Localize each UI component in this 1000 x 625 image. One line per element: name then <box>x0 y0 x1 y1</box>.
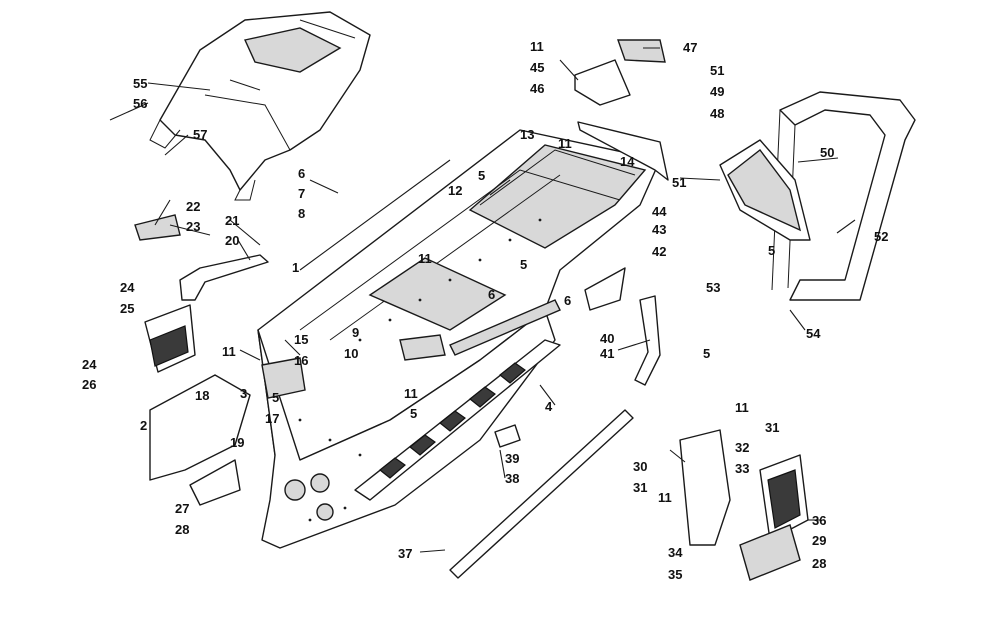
callout-23: 23 <box>186 219 200 234</box>
callout-8: 8 <box>298 206 305 221</box>
callout-27: 27 <box>175 501 189 516</box>
side-panel-part <box>149 374 251 506</box>
callout-33: 33 <box>735 461 749 476</box>
callout-20: 20 <box>225 233 239 248</box>
tunnel-part <box>257 129 661 549</box>
callout-25: 25 <box>120 301 134 316</box>
callout-21: 21 <box>225 213 239 228</box>
callout-28: 28 <box>175 522 189 537</box>
callout-15: 15 <box>294 332 308 347</box>
callout-2: 2 <box>140 418 147 433</box>
callout-11-e: 11 <box>404 386 418 401</box>
callout-11-d: 11 <box>530 39 544 54</box>
module-part <box>261 357 306 399</box>
callout-labels: 55 56 57 22 23 21 20 24 25 24 26 2 18 3 … <box>82 39 888 582</box>
running-board-part <box>354 299 561 501</box>
callout-53: 53 <box>706 280 720 295</box>
callout-19: 19 <box>230 435 244 450</box>
callout-11-a: 11 <box>222 344 236 359</box>
callout-12: 12 <box>448 183 462 198</box>
callout-11-f: 11 <box>735 400 749 415</box>
callout-5-e: 5 <box>768 243 775 258</box>
callout-9: 9 <box>352 325 359 340</box>
callout-51: 51 <box>710 63 724 78</box>
callout-5-a: 5 <box>272 390 279 405</box>
callout-16: 16 <box>294 353 308 368</box>
callout-35: 35 <box>668 567 682 582</box>
callout-13: 13 <box>520 127 534 142</box>
callout-5-c: 5 <box>520 257 527 272</box>
callout-47: 47 <box>683 40 697 55</box>
callout-46: 46 <box>530 81 544 96</box>
callout-45: 45 <box>530 60 544 75</box>
callout-56: 56 <box>133 96 147 111</box>
callout-24: 24 <box>120 280 135 295</box>
callout-26: 26 <box>82 377 96 392</box>
callout-29: 29 <box>812 533 826 548</box>
callout-38: 38 <box>505 471 519 486</box>
leader-lines <box>109 47 856 553</box>
callout-18: 18 <box>195 388 209 403</box>
seat-part <box>149 11 371 201</box>
callout-39: 39 <box>505 451 519 466</box>
callout-11-g: 11 <box>658 490 672 505</box>
callout-6-c: 6 <box>564 293 571 308</box>
callout-6-a: 6 <box>298 166 305 181</box>
tail-light-part <box>574 39 666 106</box>
bracket-part <box>577 121 669 181</box>
callout-28-lower: 28 <box>812 556 826 571</box>
callout-42: 42 <box>652 244 666 259</box>
rail-bracket-part <box>584 267 661 386</box>
callout-11-b: 11 <box>418 251 432 266</box>
callout-1: 1 <box>292 260 299 275</box>
callout-54: 54 <box>806 326 821 341</box>
callout-10: 10 <box>344 346 358 361</box>
callout-50: 50 <box>820 145 834 160</box>
callout-51-lower: 51 <box>672 175 686 190</box>
callout-31-lower: 31 <box>633 480 647 495</box>
callout-48: 48 <box>710 106 724 121</box>
callout-40: 40 <box>600 331 614 346</box>
callout-49: 49 <box>710 84 724 99</box>
callout-44: 44 <box>652 204 667 219</box>
callout-57: 57 <box>193 127 207 142</box>
callout-3: 3 <box>240 386 247 401</box>
callout-11-c: 11 <box>558 136 572 151</box>
callout-14: 14 <box>620 154 635 169</box>
callout-37: 37 <box>398 546 412 561</box>
callout-30: 30 <box>633 459 647 474</box>
callout-36: 36 <box>812 513 826 528</box>
callout-43: 43 <box>652 222 666 237</box>
callout-7: 7 <box>298 186 305 201</box>
callout-22: 22 <box>186 199 200 214</box>
callout-32: 32 <box>735 440 749 455</box>
callout-5-f: 5 <box>410 406 417 421</box>
callout-5-b: 5 <box>478 168 485 183</box>
callout-4: 4 <box>545 399 553 414</box>
callout-34: 34 <box>668 545 683 560</box>
axle-rod-part <box>449 409 634 579</box>
callout-5-d: 5 <box>703 346 710 361</box>
callout-52: 52 <box>874 229 888 244</box>
callout-41: 41 <box>600 346 614 361</box>
callout-31: 31 <box>765 420 779 435</box>
callout-6-b: 6 <box>488 287 495 302</box>
callout-55: 55 <box>133 76 147 91</box>
callout-17: 17 <box>265 411 279 426</box>
snow-flap-part <box>719 139 811 241</box>
callout-24-lower: 24 <box>82 357 97 372</box>
left-bracket-part <box>134 214 269 373</box>
